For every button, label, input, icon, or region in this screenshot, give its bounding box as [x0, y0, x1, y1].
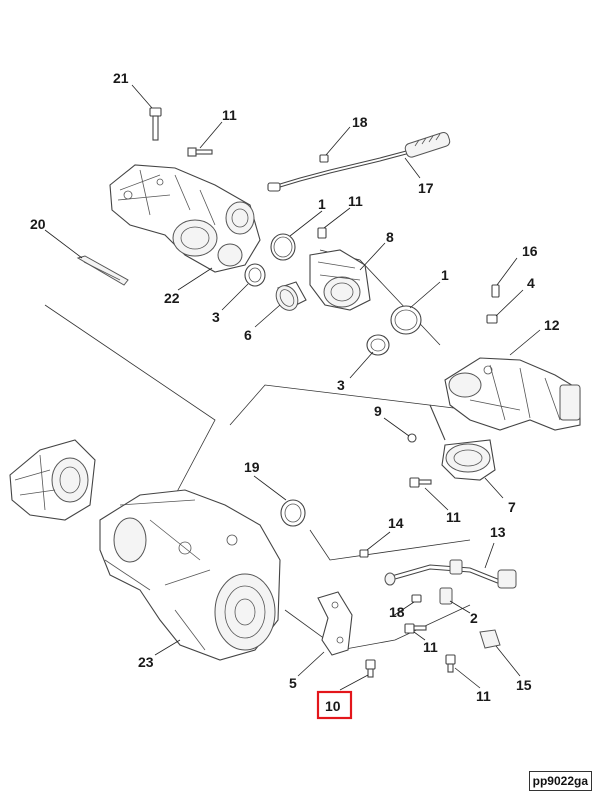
callout-7: 7 [508, 499, 516, 515]
callout-18-a: 18 [352, 114, 368, 130]
part-16-bolt[interactable] [491, 284, 500, 298]
part-22-turbo-housing[interactable] [109, 164, 261, 273]
reference-code: pp9022ga [528, 771, 592, 791]
highlight-box-10 [316, 690, 353, 720]
leader-lines [44, 84, 541, 691]
part-8-outlet-housing[interactable] [309, 249, 371, 311]
callout-5: 5 [289, 675, 297, 691]
callout-19: 19 [244, 459, 260, 475]
callout-labels: 21 11 18 17 20 1 11 8 22 3 6 16 4 1 12 3… [30, 70, 560, 720]
callout-3-a: 3 [212, 309, 220, 325]
part-5-bracket[interactable] [317, 591, 353, 656]
callout-12: 12 [544, 317, 560, 333]
callout-14: 14 [388, 515, 404, 531]
part-23-turbocharger[interactable] [99, 489, 281, 661]
part-17-sensor[interactable] [267, 131, 451, 192]
part-20-gasket[interactable] [76, 255, 129, 286]
part-6-sleeve[interactable] [272, 281, 307, 315]
callout-10: 10 [325, 698, 341, 714]
callout-1-a: 1 [318, 196, 326, 212]
callout-18-b: 18 [389, 604, 405, 620]
part-3-ring-b[interactable] [366, 334, 390, 356]
callout-13: 13 [490, 524, 506, 540]
callout-11-c: 11 [446, 509, 461, 525]
part-19-gasket[interactable] [280, 499, 306, 527]
part-11-bolt-a[interactable] [187, 147, 213, 157]
part-4-nut[interactable] [486, 314, 498, 324]
callout-11-b: 11 [348, 193, 363, 209]
part-11-bolt-e[interactable] [445, 654, 456, 673]
callout-23: 23 [138, 654, 154, 670]
callout-22: 22 [164, 290, 180, 306]
part-11-bolt-d[interactable] [404, 623, 427, 634]
part-1-ring-b[interactable] [390, 305, 422, 335]
callout-20: 20 [30, 216, 46, 232]
callout-3-b: 3 [337, 377, 345, 393]
callout-11-e: 11 [476, 688, 491, 704]
callout-11-a: 11 [222, 107, 237, 123]
callout-16: 16 [522, 243, 538, 259]
callout-1-b: 1 [441, 267, 449, 283]
callout-4: 4 [527, 275, 535, 291]
callout-2: 2 [470, 610, 478, 626]
callout-6: 6 [244, 327, 252, 343]
callout-9: 9 [374, 403, 382, 419]
part-7-actuator[interactable] [441, 439, 496, 481]
part-1-ring-a[interactable] [270, 233, 296, 261]
part-11-bolt-b[interactable] [317, 227, 327, 239]
callout-17: 17 [418, 180, 434, 196]
part-9-pin[interactable] [407, 404, 446, 443]
part-15-washer[interactable] [479, 629, 501, 649]
part-18-clip-b[interactable] [411, 594, 422, 603]
part-turbo-small[interactable] [9, 439, 96, 521]
part-12-housing[interactable] [444, 357, 581, 431]
part-13-pipe[interactable] [384, 559, 517, 589]
part-11-bolt-c[interactable] [409, 477, 432, 488]
part-10-bolt[interactable] [365, 659, 376, 678]
part-14-clamp[interactable] [359, 549, 369, 558]
part-2-bracket[interactable] [439, 587, 453, 605]
callout-15: 15 [516, 677, 532, 693]
callout-8: 8 [386, 229, 394, 245]
part-21-bolt[interactable] [149, 107, 162, 141]
callout-21: 21 [113, 70, 129, 86]
part-3-ring-a[interactable] [244, 263, 266, 287]
callout-11-d: 11 [423, 639, 438, 655]
part-18-clip-a[interactable] [319, 154, 329, 163]
